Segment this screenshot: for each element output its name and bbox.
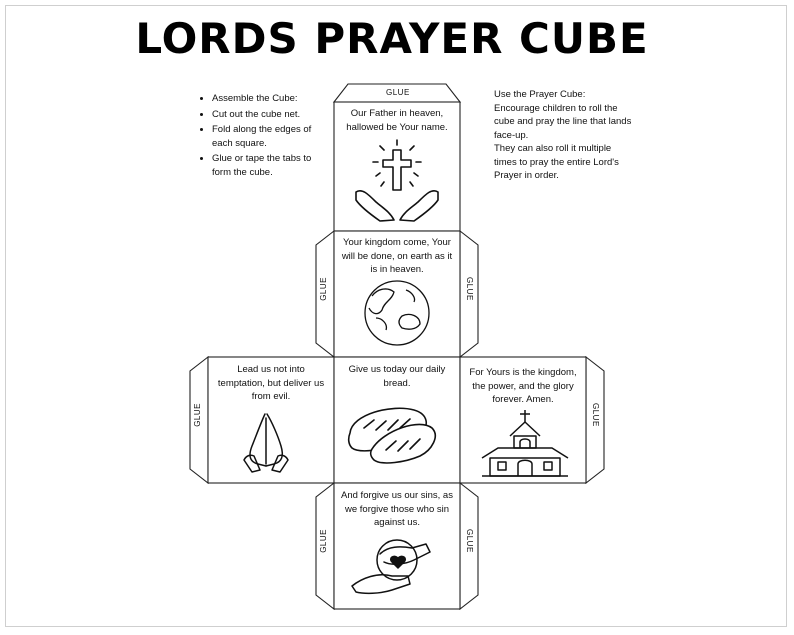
face-upper-text: Your kingdom come, Your will be done, on… <box>341 237 453 275</box>
face-bottom-text: And forgive us our sins, as we forgive t… <box>341 490 453 528</box>
glue-label-bottom-left: GLUE <box>319 529 328 553</box>
glue-label-upper-right: GLUE <box>465 277 474 301</box>
face-top <box>333 101 461 232</box>
face-left-text: Lead us not into temptation, but deliver… <box>217 364 325 402</box>
church-icon <box>481 410 569 477</box>
praying-hands-icon <box>243 413 289 473</box>
bread-icon <box>347 407 436 464</box>
glue-label-bottom-right: GLUE <box>465 529 474 553</box>
face-center-text: Give us today our daily bread. <box>348 364 446 389</box>
face-right-text: For Yours is the kingdom, the power, and… <box>469 367 577 405</box>
usage-line: Use the Prayer Cube: <box>494 89 586 100</box>
glue-label-left: GLUE <box>193 403 202 427</box>
usage-line: Encourage children to roll the cube and … <box>494 102 632 141</box>
glue-label-upper-left: GLUE <box>319 277 328 301</box>
glue-label-top: GLUE <box>386 88 410 97</box>
instruction-item: Fold along the edges of each square. <box>212 123 332 150</box>
instruction-item: Cut out the cube net. <box>212 108 332 122</box>
page-title: LORDS PRAYER CUBE <box>135 14 649 63</box>
usage-line: They can also roll it multiple times to … <box>494 143 619 181</box>
cross-hands-icon <box>355 139 439 222</box>
giving-hands-icon <box>351 539 431 595</box>
face-right <box>459 356 587 484</box>
glue-label-right: GLUE <box>591 403 600 427</box>
instruction-item: Glue or tape the tabs to form the cube. <box>212 152 332 179</box>
usage-notes: Use the Prayer Cube: Encourage children … <box>494 88 634 183</box>
assembly-instructions: Assemble the Cube: Cut out the cube net.… <box>200 92 332 181</box>
face-top-text: Our Father in heaven, hallowed be Your n… <box>346 108 448 133</box>
instruction-item: Assemble the Cube: <box>212 92 332 106</box>
globe-icon <box>364 280 430 346</box>
